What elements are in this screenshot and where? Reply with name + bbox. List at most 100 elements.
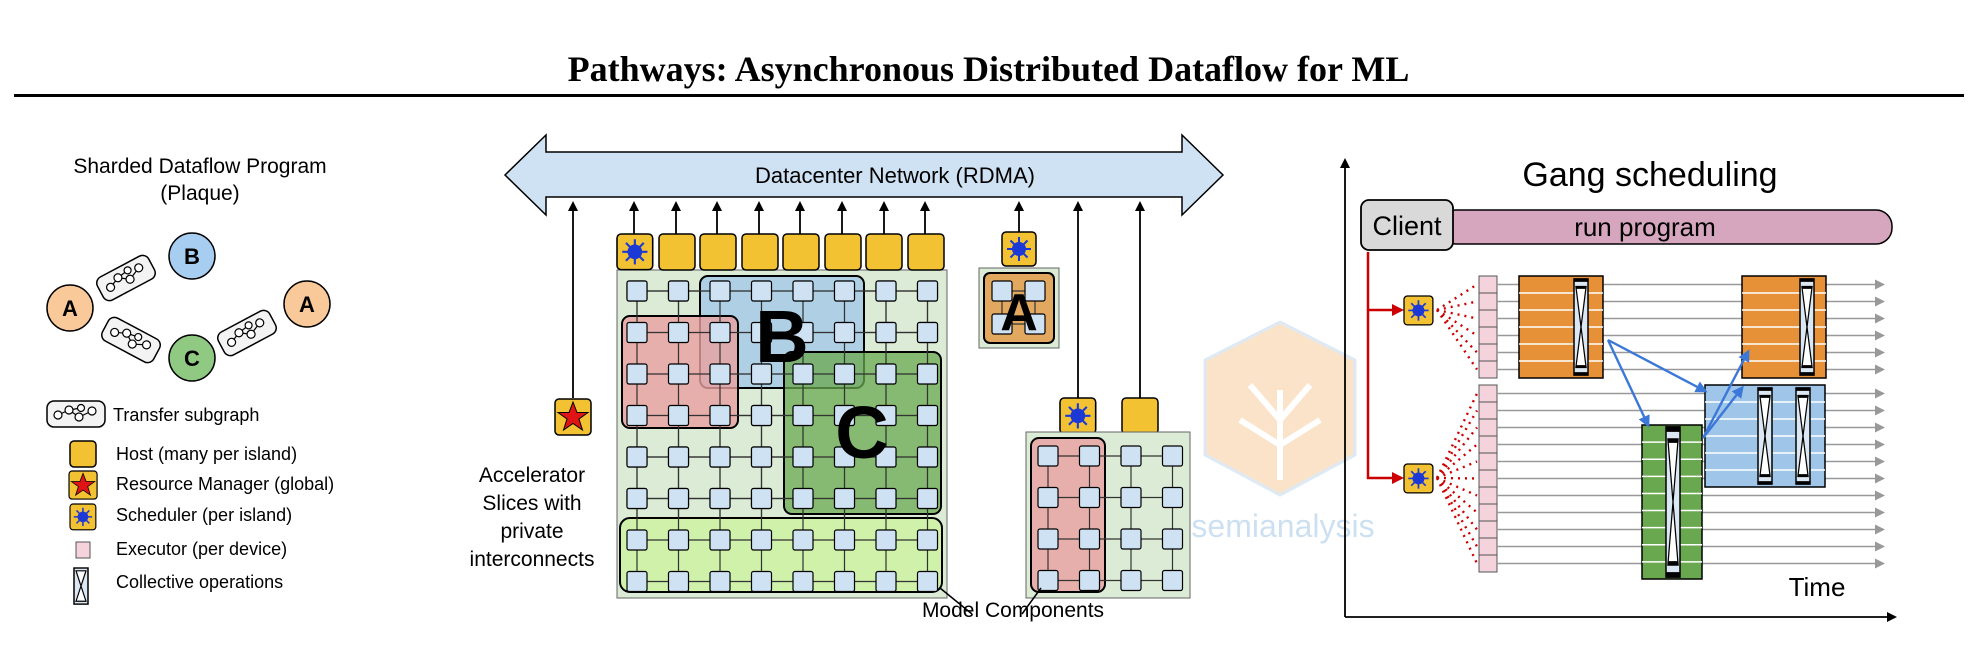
device-chip — [709, 446, 731, 468]
device-chip — [667, 280, 690, 302]
collective-operations-icon — [1666, 429, 1680, 575]
device-chip — [667, 487, 690, 510]
run-program-label: run program — [1574, 212, 1716, 242]
collective-operations-icon — [1794, 387, 1812, 485]
collective-glyph — [1756, 387, 1774, 485]
device-chip — [626, 446, 648, 468]
device-chip — [833, 446, 856, 468]
host-icon — [782, 233, 820, 271]
device-chip — [709, 529, 731, 551]
client-dispatch-arrows — [1366, 252, 1404, 484]
device-chip — [792, 280, 814, 302]
device-chip — [792, 321, 814, 344]
host-icon — [69, 440, 97, 468]
device-chip — [875, 404, 897, 427]
device-chip — [626, 487, 648, 510]
executor-icon — [1478, 452, 1498, 471]
component-b-letter: B — [755, 295, 808, 378]
device-chip — [626, 570, 648, 593]
device-chip — [1078, 445, 1101, 467]
legend-label: Collective operations — [116, 572, 283, 592]
device-chip — [875, 570, 897, 593]
device-chip — [833, 321, 856, 344]
scheduler-icon — [69, 503, 97, 531]
scheduler-icon — [1403, 295, 1434, 326]
left-panel: Sharded Dataflow Program (Plaque) A B C … — [46, 155, 334, 605]
dispatch-dots — [1435, 477, 1479, 548]
device-chip — [750, 570, 773, 593]
component-a-letter: A — [1000, 284, 1038, 342]
device-chip — [1120, 528, 1142, 550]
dispatch-dots — [1436, 443, 1478, 479]
node-a-left-label: A — [62, 296, 78, 321]
device-chip — [1120, 569, 1142, 592]
device-chip — [1024, 280, 1046, 302]
transfer-subgraph-icon — [46, 400, 106, 428]
device-chip — [875, 487, 897, 510]
device-chip — [1037, 445, 1059, 467]
plaque-heading-line2: (Plaque) — [160, 182, 239, 205]
node-a-left — [46, 284, 94, 332]
executor-icon — [1478, 435, 1498, 454]
executor-icon — [1478, 520, 1498, 539]
executor-icon — [1478, 309, 1498, 328]
dispatch-dots — [1435, 392, 1479, 479]
device-grid — [1037, 445, 1184, 592]
accelerator-island-large: B C — [615, 232, 948, 599]
device-chip — [991, 313, 1013, 335]
device-chip — [916, 363, 939, 385]
device-chip — [916, 280, 939, 302]
device-chip — [750, 280, 773, 302]
host-icon — [699, 233, 737, 271]
transfer-subgraph-icon — [93, 252, 159, 304]
device-chip — [1161, 486, 1184, 509]
right-panel: Gang scheduling run program Client Time — [1340, 156, 1897, 622]
device-chip — [875, 321, 897, 344]
device-chip — [709, 280, 731, 302]
device-chip — [1037, 486, 1059, 509]
device-grid-overlay — [626, 280, 939, 593]
component-red — [1030, 437, 1106, 593]
collective-operations-icon — [1756, 387, 1774, 485]
collective-operations-icon — [1572, 278, 1590, 376]
accelerator-island-small — [1025, 396, 1191, 599]
dependency-arrow — [1701, 349, 1750, 439]
device-chip — [875, 363, 897, 385]
device-chip — [750, 321, 773, 344]
scheduler-icon — [1403, 463, 1434, 494]
dispatch-dots — [1436, 476, 1478, 480]
scheduler-icon — [1058, 396, 1097, 435]
executor-icon — [75, 541, 91, 559]
model-components-pointers — [939, 587, 1042, 615]
dependency-arrow — [1702, 385, 1744, 439]
device-chip — [792, 446, 814, 468]
dispatch-dots — [1436, 477, 1478, 514]
client-box — [1360, 199, 1454, 251]
dataflow-graph: A B C A — [46, 232, 331, 382]
watermark: semianalysis — [1191, 320, 1375, 544]
device-chip — [1078, 528, 1101, 550]
device-chip — [1161, 569, 1184, 592]
host-icon — [741, 233, 779, 271]
middle-panel: Datacenter Network (RDMA) — [470, 133, 1225, 622]
accelerator-label: private — [500, 520, 563, 543]
device-chip — [916, 446, 939, 468]
device-grid — [991, 280, 1046, 335]
legend: Transfer subgraph Host (many per island)… — [46, 400, 334, 605]
legend-label: Resource Manager (global) — [116, 474, 334, 494]
watermark-text: semianalysis — [1191, 508, 1374, 544]
device-chip — [833, 280, 856, 302]
device-chip — [833, 363, 856, 385]
scheduler-icon — [1001, 231, 1037, 267]
device-chip — [1078, 569, 1101, 592]
dispatch-dots — [1435, 409, 1479, 479]
model-components-label: Model Components — [922, 599, 1104, 622]
device-chip — [750, 404, 773, 427]
device-chip — [792, 570, 814, 593]
legend-label: Scheduler (per island) — [116, 505, 292, 525]
device-chip — [709, 404, 731, 427]
executor-icon — [1478, 401, 1498, 420]
dispatch-dots — [1436, 283, 1478, 312]
executor-icon — [1478, 384, 1498, 403]
device-chip — [709, 487, 731, 510]
